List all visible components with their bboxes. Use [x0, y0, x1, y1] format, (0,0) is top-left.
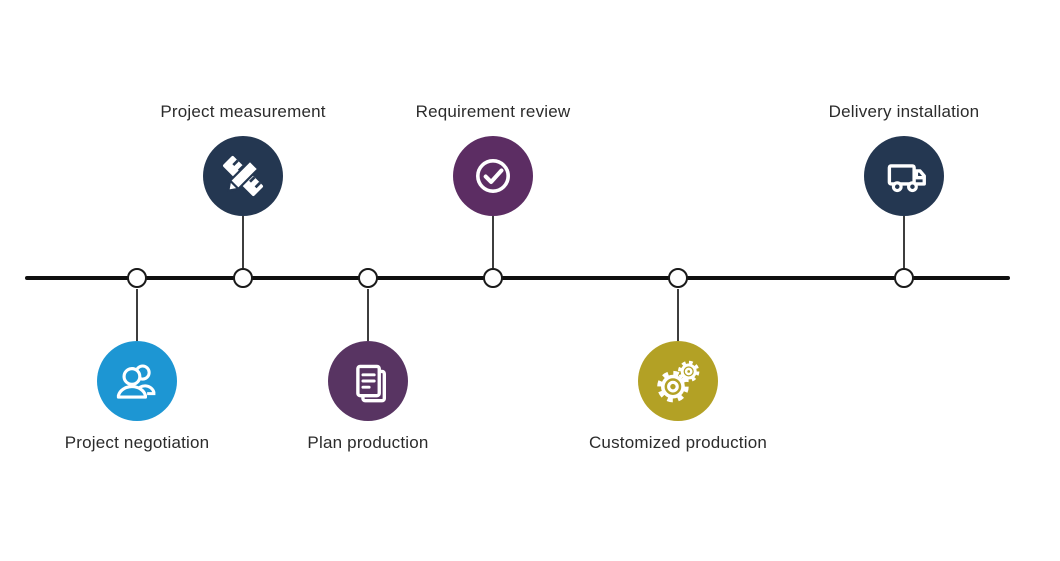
connector-line-delivery-installation [903, 216, 905, 268]
gears-icon [651, 354, 705, 408]
connector-line-requirement-review [492, 216, 494, 268]
step-circle-delivery-installation [864, 136, 944, 216]
people-icon [110, 354, 164, 408]
step-circle-project-negotiation [97, 341, 177, 421]
step-circle-requirement-review [453, 136, 533, 216]
step-label-project-measurement: Project measurement [160, 102, 326, 121]
timeline-node-customized-production [667, 267, 688, 288]
connector-line-project-negotiation [136, 288, 138, 341]
timeline-node-delivery-installation [893, 267, 914, 288]
step-circle-plan-production [328, 341, 408, 421]
truck-icon [877, 149, 931, 203]
step-label-delivery-installation: Delivery installation [828, 102, 980, 121]
step-label-project-negotiation: Project negotiation [64, 433, 210, 452]
step-circle-customized-production [638, 341, 718, 421]
timeline-node-project-negotiation [126, 267, 147, 288]
step-label-requirement-review: Requirement review [415, 102, 571, 121]
timeline-node-plan-production [357, 267, 378, 288]
step-circle-project-measurement [203, 136, 283, 216]
check-circle-icon [466, 149, 520, 203]
step-label-customized-production: Customized production [588, 433, 768, 452]
connector-line-project-measurement [242, 216, 244, 268]
ruler-pencil-icon [216, 149, 270, 203]
connector-line-customized-production [677, 288, 679, 341]
timeline-node-project-measurement [232, 267, 253, 288]
step-label-plan-production: Plan production [307, 433, 429, 452]
connector-line-plan-production [367, 288, 369, 341]
timeline-line [25, 276, 1010, 280]
timeline-node-requirement-review [482, 267, 503, 288]
document-icon [341, 354, 395, 408]
